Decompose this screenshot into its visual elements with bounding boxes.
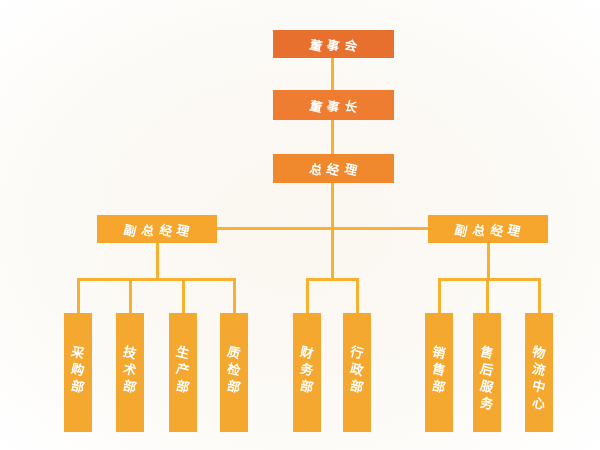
connector-line <box>233 280 236 313</box>
connector-line <box>486 280 489 313</box>
node-dept-finance: 财务部 <box>293 313 321 432</box>
connector-line <box>331 58 334 90</box>
connector-line <box>77 278 236 281</box>
connector-line <box>538 280 541 313</box>
connector-line <box>331 120 334 154</box>
node-chairman: 董事长 <box>273 90 394 120</box>
node-dept-production-label: 生产部 <box>174 344 192 397</box>
connector-line <box>182 280 185 313</box>
node-dept-purchasing-label: 采购部 <box>69 344 87 397</box>
node-deputy-gm-left-label: 副总经理 <box>122 221 191 239</box>
connector-line <box>306 280 309 313</box>
node-deputy-gm-right-label: 副总经理 <box>453 221 522 239</box>
connector-line <box>77 280 80 313</box>
connector-line <box>306 278 359 281</box>
node-board-label: 董事会 <box>307 36 359 54</box>
node-dept-administration: 行政部 <box>343 313 371 432</box>
connector-line <box>356 280 359 313</box>
connector-line <box>438 278 541 281</box>
node-dept-after-sales-service: 售后服务 <box>473 313 501 432</box>
node-dept-sales-label: 销售部 <box>430 344 448 397</box>
node-dept-finance-label: 财务部 <box>298 344 316 397</box>
node-dept-quality-inspection-label: 质检部 <box>225 344 243 397</box>
connector-line <box>487 243 490 280</box>
connector-line <box>438 280 441 313</box>
connector-line <box>217 227 428 230</box>
node-dept-technology-label: 技术部 <box>121 344 139 397</box>
node-dept-logistics-center-label: 物流中心 <box>530 344 548 414</box>
node-chairman-label: 董事长 <box>307 97 359 115</box>
node-dept-purchasing: 采购部 <box>64 313 92 432</box>
node-dept-sales: 销售部 <box>425 313 453 432</box>
node-dept-production: 生产部 <box>169 313 197 432</box>
node-deputy-gm-right: 副总经理 <box>428 215 548 243</box>
connector-line <box>156 243 159 280</box>
node-dept-administration-label: 行政部 <box>348 344 366 397</box>
connector-line <box>331 183 334 280</box>
node-dept-quality-inspection: 质检部 <box>220 313 248 432</box>
node-board: 董事会 <box>273 30 394 58</box>
node-general-manager: 总经理 <box>273 154 394 183</box>
connector-line <box>129 280 132 313</box>
node-dept-after-sales-service-label: 售后服务 <box>478 344 496 414</box>
node-dept-technology: 技术部 <box>116 313 144 432</box>
node-deputy-gm-left: 副总经理 <box>97 215 217 243</box>
node-general-manager-label: 总经理 <box>307 160 359 179</box>
node-dept-logistics-center: 物流中心 <box>525 313 553 432</box>
